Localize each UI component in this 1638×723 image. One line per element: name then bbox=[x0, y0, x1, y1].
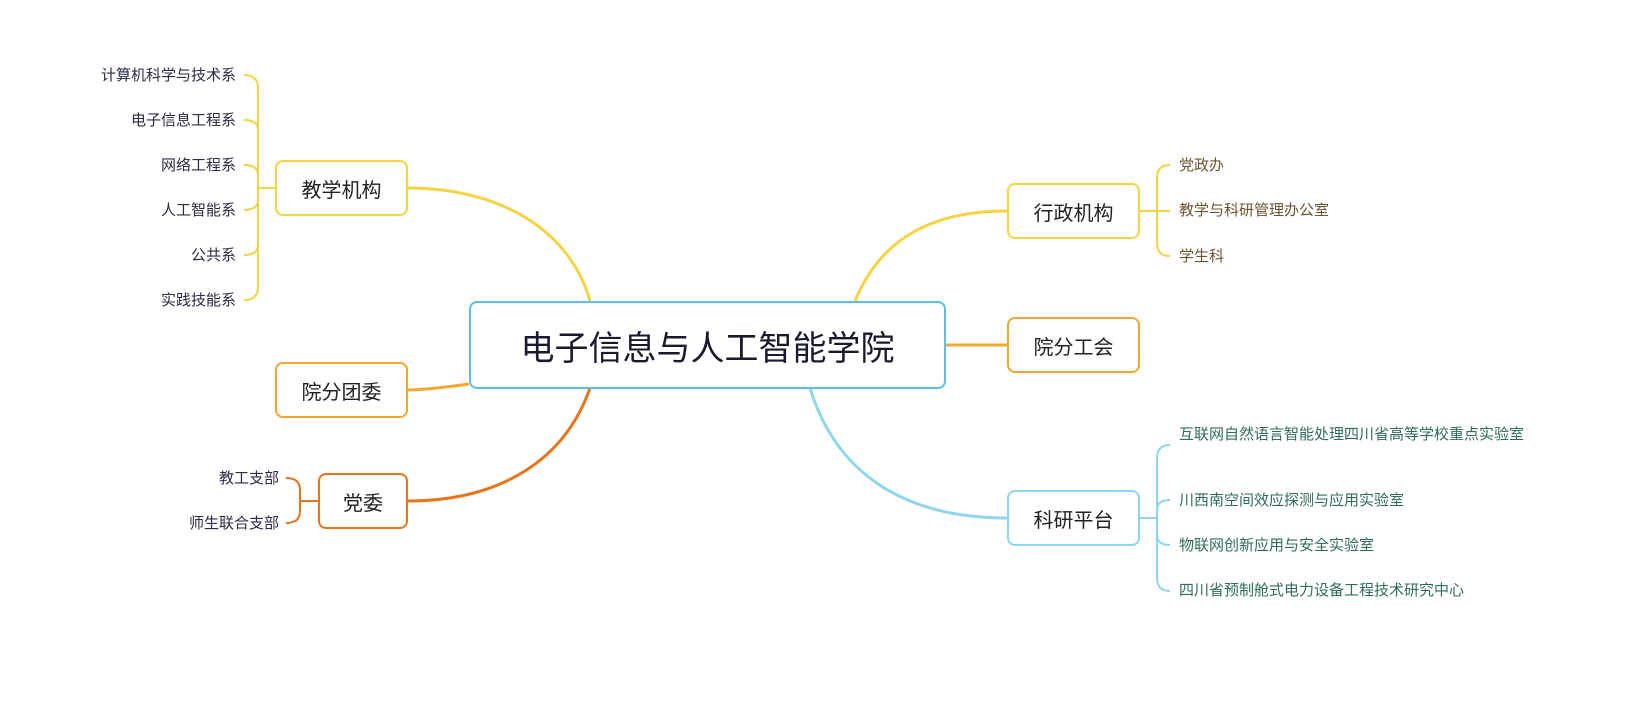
link-party bbox=[407, 387, 592, 503]
leaf-admin[interactable]: 党政办 bbox=[1179, 156, 1225, 174]
node-union[interactable]: 院分工会 bbox=[1007, 317, 1140, 373]
leaf-teaching[interactable]: 电子信息工程系 bbox=[130, 111, 236, 129]
node-label: 科研平台 bbox=[1033, 507, 1114, 532]
leaf-teaching[interactable]: 人工智能系 bbox=[160, 201, 236, 219]
node-label: 党委 bbox=[343, 490, 383, 515]
node-label: 院分团委 bbox=[301, 379, 382, 404]
link-admin bbox=[853, 209, 1008, 302]
root-label: 电子信息与人工智能学院 bbox=[520, 328, 895, 369]
leaf-research[interactable]: 川西南空间效应探测与应用实验室 bbox=[1179, 491, 1405, 509]
leaf-research[interactable]: 互联网自然语言智能处理四川省高等学校重点实验室 bbox=[1179, 425, 1525, 443]
node-label: 院分工会 bbox=[1033, 334, 1114, 359]
root-node[interactable]: 电子信息与人工智能学院 bbox=[469, 301, 946, 389]
node-youth[interactable]: 院分团委 bbox=[275, 362, 408, 418]
node-teaching[interactable]: 教学机构 bbox=[275, 160, 408, 216]
link-teaching bbox=[407, 186, 592, 302]
leaf-teaching[interactable]: 计算机科学与技术系 bbox=[100, 66, 236, 84]
leaf-research[interactable]: 四川省预制舱式电力设备工程技术研究中心 bbox=[1179, 581, 1465, 599]
link-research bbox=[808, 387, 1008, 520]
leaf-research[interactable]: 物联网创新应用与安全实验室 bbox=[1179, 536, 1375, 554]
leaf-admin[interactable]: 学生科 bbox=[1179, 247, 1225, 265]
node-label: 教学机构 bbox=[301, 177, 382, 202]
node-admin[interactable]: 行政机构 bbox=[1007, 183, 1140, 239]
leaf-teaching[interactable]: 实践技能系 bbox=[160, 291, 236, 309]
leaf-admin[interactable]: 教学与科研管理办公室 bbox=[1179, 201, 1330, 219]
leaf-party[interactable]: 师生联合支部 bbox=[188, 514, 279, 532]
leaf-party[interactable]: 教工支部 bbox=[218, 469, 279, 487]
leaf-teaching[interactable]: 公共系 bbox=[190, 246, 236, 264]
node-research[interactable]: 科研平台 bbox=[1007, 490, 1140, 546]
link-youth bbox=[407, 382, 470, 392]
node-party[interactable]: 党委 bbox=[318, 473, 408, 529]
leaf-teaching[interactable]: 网络工程系 bbox=[160, 156, 236, 174]
node-label: 行政机构 bbox=[1033, 200, 1114, 225]
